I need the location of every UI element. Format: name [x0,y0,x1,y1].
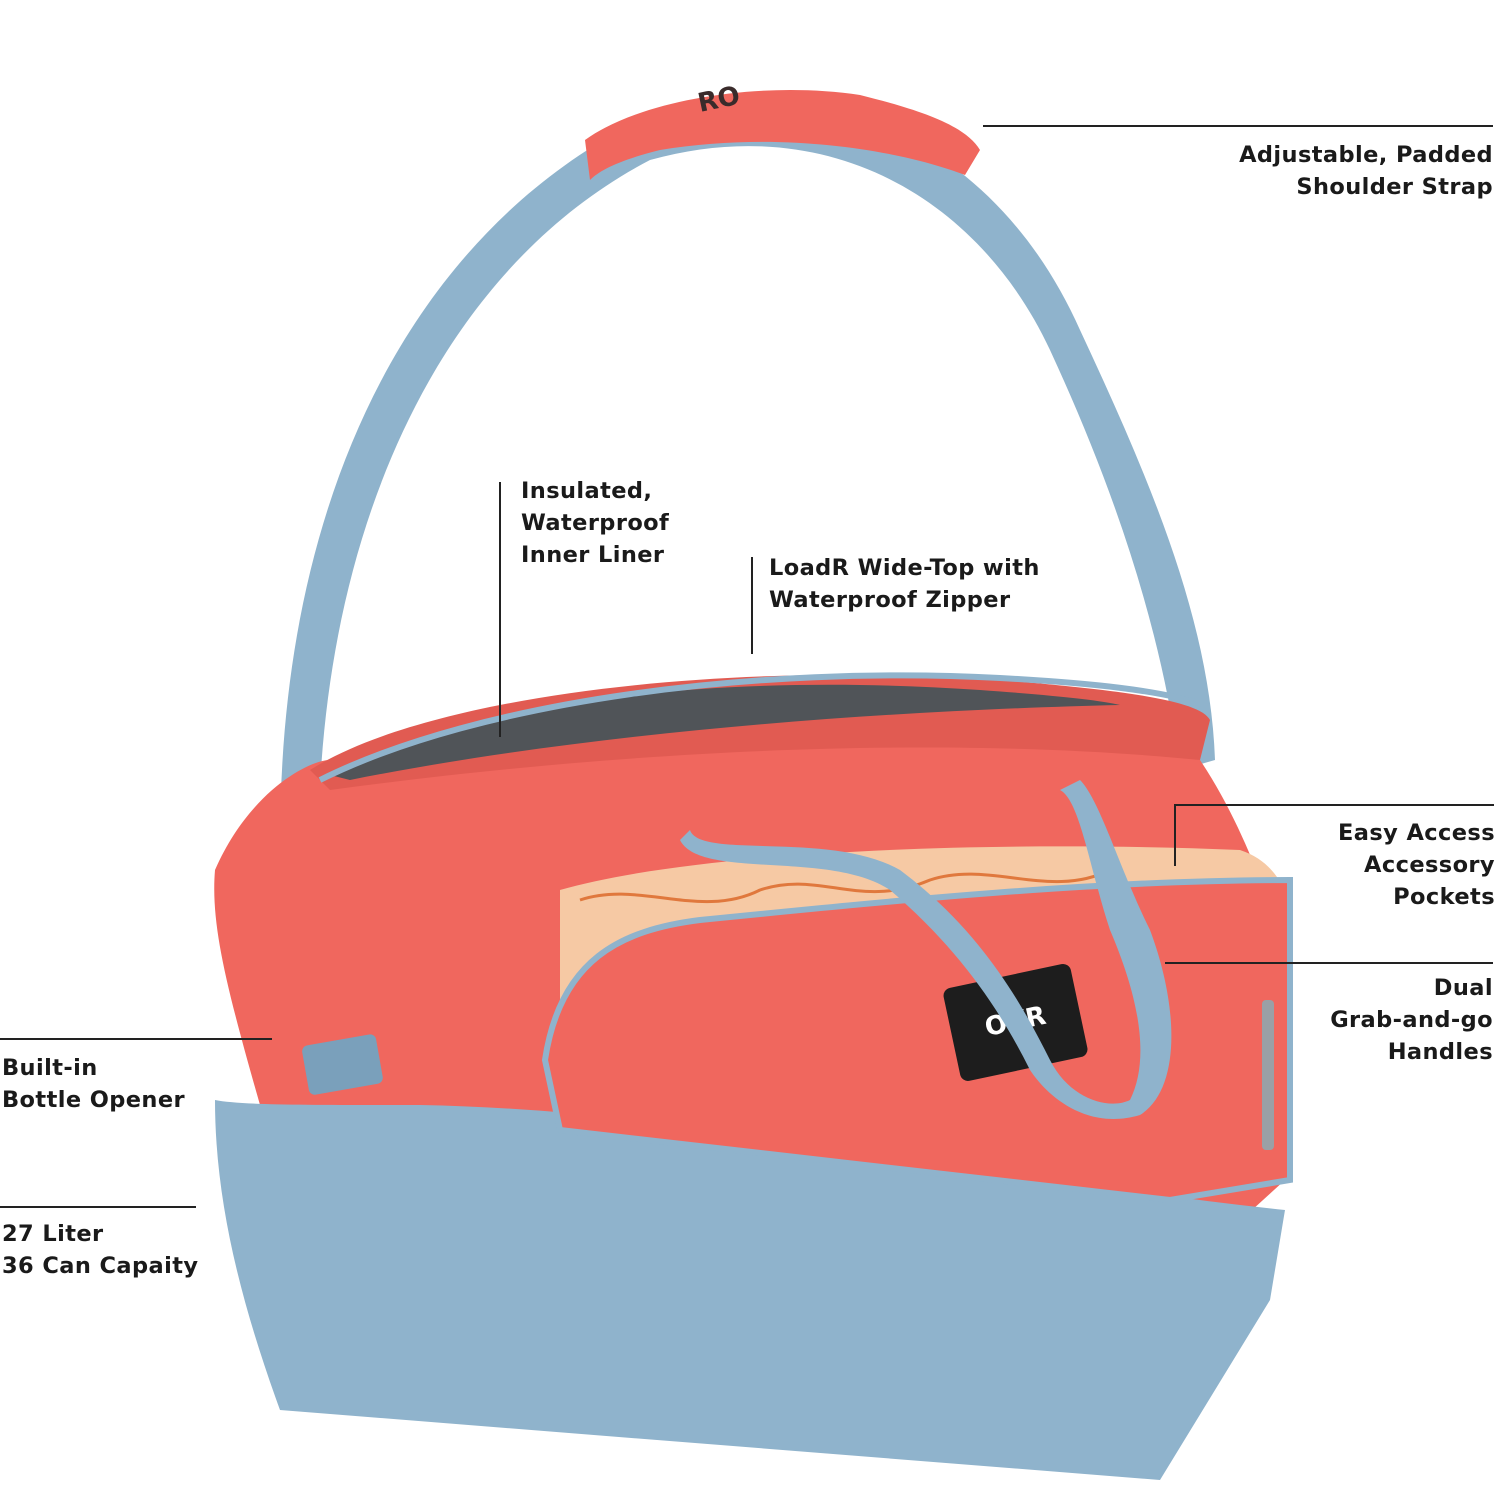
bag-opening [330,684,1120,780]
leader-line-inner-liner [499,482,501,737]
leader-line-handles [1165,962,1493,964]
leader-line-pockets [1174,804,1494,806]
leader-line-capacity [0,1206,196,1208]
callout-accessory-pockets: Easy Access Accessory Pockets [1338,820,1495,910]
callout-bottle-opener: Built-in Bottle Opener [2,1055,185,1113]
leader-line-shoulder-strap [983,125,1493,127]
callout-handles: Dual Grab-and-go Handles [1330,975,1493,1065]
leader-line-bottle-opener [0,1038,272,1040]
front-pocket-flap [541,876,1293,1204]
leader-line-pockets-drop [1174,804,1176,866]
grab-handle [680,780,1172,1119]
leader-line-wide-top [751,557,753,654]
strap-pad [585,90,980,180]
top-zipper-trim [318,672,1206,783]
strap-buckle [302,1034,383,1095]
callout-inner-liner: Insulated, Waterproof Inner Liner [521,478,670,568]
front-pocket-ink [579,868,1111,904]
callout-capacity: 27 Liter 36 Can Capaity [2,1221,199,1279]
bag-bottom-blue [215,1100,1285,1480]
side-zip-pull [1262,1000,1274,1150]
callout-shoulder-strap: Adjustable, Padded Shoulder Strap [1239,142,1493,200]
callout-wide-top: LoadR Wide-Top with Waterproof Zipper [769,555,1040,613]
